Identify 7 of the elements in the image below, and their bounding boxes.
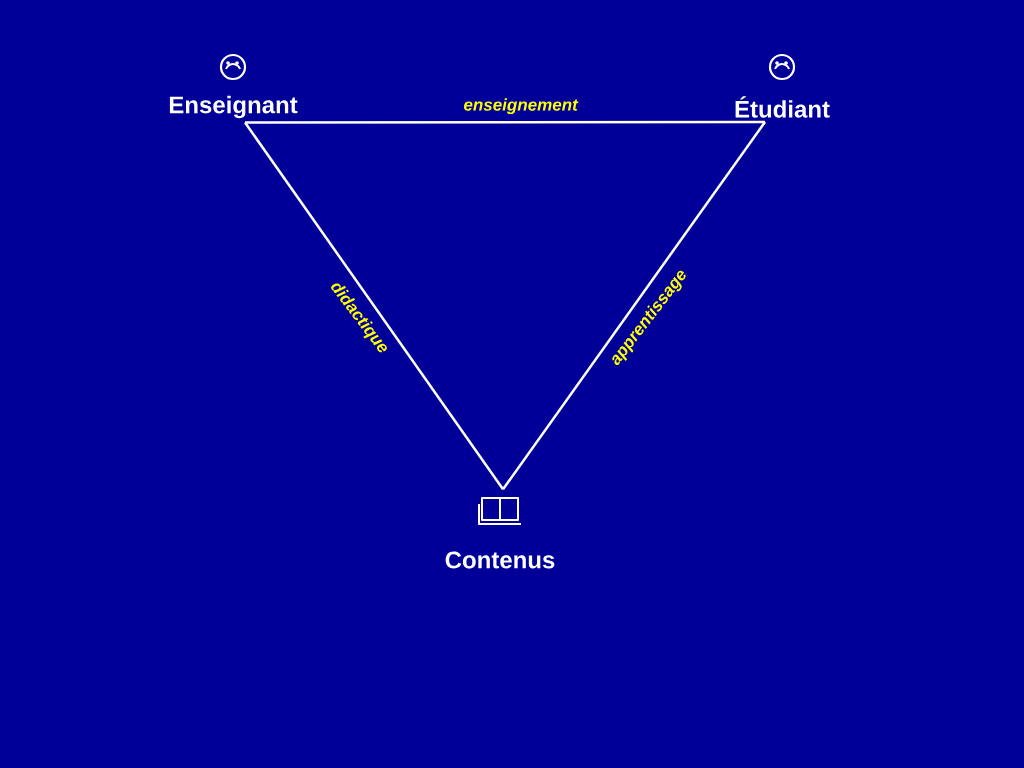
connector-line [502, 121, 767, 491]
node-label: Enseignant [169, 95, 298, 119]
connector-line [245, 120, 765, 124]
connector-line [243, 121, 505, 491]
node-label: Contenus [445, 551, 555, 569]
edge-label: enseignement [463, 98, 579, 115]
node-label: Étudiant [735, 96, 830, 118]
